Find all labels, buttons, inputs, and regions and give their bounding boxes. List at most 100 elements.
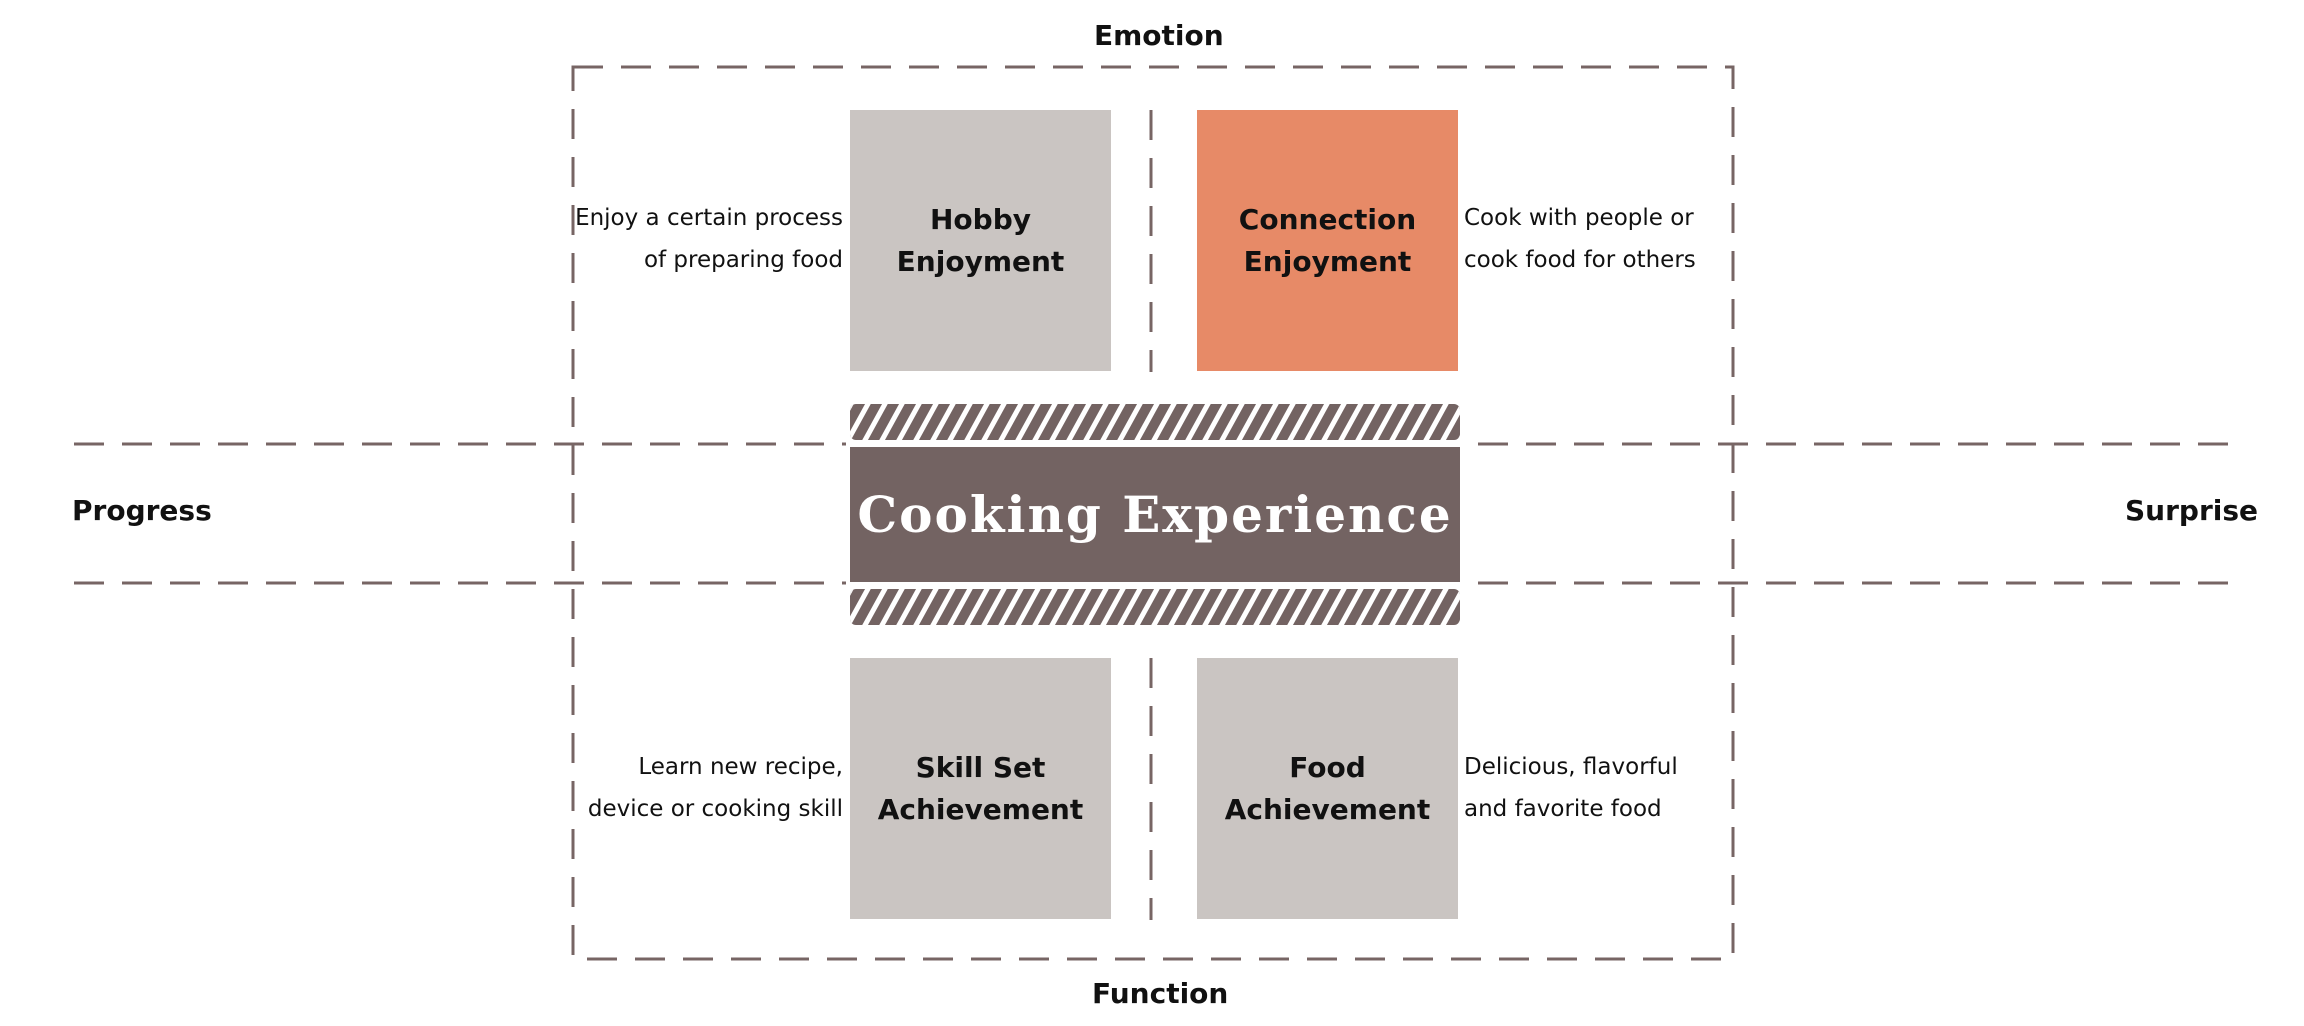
description-line: and favorite food xyxy=(1464,796,1662,822)
axis-label-left: Progress xyxy=(72,494,212,527)
stripe xyxy=(929,404,957,440)
stripe xyxy=(1286,589,1314,625)
stripe xyxy=(1167,404,1195,440)
stripe xyxy=(1133,404,1161,440)
description-line: cook food for others xyxy=(1464,247,1696,273)
stripe xyxy=(878,589,906,625)
stripe xyxy=(850,589,855,625)
stripe xyxy=(1235,589,1263,625)
stripe xyxy=(1099,404,1127,440)
stripe xyxy=(1320,404,1348,440)
quadrant-description-hobby: Enjoy a certain process of preparing foo… xyxy=(575,197,843,281)
stripe xyxy=(850,404,872,440)
stripe xyxy=(1405,404,1433,440)
stripe xyxy=(1099,589,1127,625)
stripe xyxy=(1065,404,1093,440)
stripe xyxy=(1065,589,1093,625)
stripe xyxy=(1014,589,1042,625)
stripe xyxy=(1269,404,1297,440)
stripe xyxy=(1476,402,1498,442)
stripe xyxy=(878,404,906,440)
stripe xyxy=(1218,589,1246,625)
stripe xyxy=(1184,404,1212,440)
stripe xyxy=(1337,404,1365,440)
stripe xyxy=(1456,589,1460,625)
description-line: Enjoy a certain process xyxy=(575,205,843,231)
stripe xyxy=(1082,404,1110,440)
axis-label-top: Emotion xyxy=(1094,19,1224,52)
stripe xyxy=(963,404,991,440)
stripe xyxy=(1405,589,1433,625)
stripe xyxy=(1184,589,1212,625)
stripe xyxy=(861,404,889,440)
stripe xyxy=(997,404,1025,440)
stripe xyxy=(1235,404,1263,440)
center-stripes-top xyxy=(850,402,1498,442)
stripe xyxy=(850,404,855,440)
stripe xyxy=(1439,404,1460,440)
stripe xyxy=(912,404,940,440)
quadrant-box-connection-enjoyment: Connection Enjoyment xyxy=(1197,110,1458,371)
quadrant-title: Connection Enjoyment xyxy=(1238,202,1417,278)
stripe xyxy=(850,589,872,625)
stripe xyxy=(1167,589,1195,625)
stripe xyxy=(1354,589,1382,625)
stripe xyxy=(1201,404,1229,440)
center-title: Cooking Experience xyxy=(857,485,1453,544)
stripe xyxy=(1014,404,1042,440)
stripe xyxy=(1048,404,1076,440)
stripe xyxy=(1320,589,1348,625)
stripe xyxy=(963,589,991,625)
stripe xyxy=(946,404,974,440)
stripe xyxy=(946,589,974,625)
quadrant-box-skill-set-achievement: Skill Set Achievement xyxy=(850,658,1111,919)
stripe xyxy=(1150,404,1178,440)
description-line: Delicious, flavorful xyxy=(1464,754,1678,780)
stripe xyxy=(929,589,957,625)
stripe xyxy=(912,589,940,625)
quadrant-box-hobby-enjoyment: Hobby Enjoyment xyxy=(850,110,1111,371)
stripe xyxy=(1269,589,1297,625)
quadrant-title: Food Achievement xyxy=(1224,750,1431,826)
stripe xyxy=(1371,589,1399,625)
stripe xyxy=(1371,404,1399,440)
stripe xyxy=(1422,589,1450,625)
stripe xyxy=(861,589,889,625)
quadrant-description-food: Delicious, flavorful and favorite food xyxy=(1464,746,1678,830)
stripe xyxy=(1337,589,1365,625)
stripe xyxy=(997,589,1025,625)
stripe xyxy=(980,404,1008,440)
description-line: Cook with people or xyxy=(1464,205,1694,231)
outer-dashed-frame xyxy=(571,65,1735,961)
quadrant-description-skill: Learn new recipe, device or cooking skil… xyxy=(588,746,843,830)
center-band xyxy=(850,447,1460,582)
stripe xyxy=(1116,404,1144,440)
stripe xyxy=(1150,589,1178,625)
axis-label-right: Surprise xyxy=(2125,494,2259,527)
stripe xyxy=(1031,589,1059,625)
quadrant-box-food-achievement: Food Achievement xyxy=(1197,658,1458,919)
stripe xyxy=(1303,404,1331,440)
stripe xyxy=(1031,404,1059,440)
stripe xyxy=(895,589,923,625)
center-stripes-bottom xyxy=(850,587,1498,627)
stripe xyxy=(1218,404,1246,440)
stripe xyxy=(1252,589,1280,625)
stripe xyxy=(1388,589,1416,625)
stripe xyxy=(1354,404,1382,440)
stripe xyxy=(980,589,1008,625)
quadrant-title: Hobby Enjoyment xyxy=(896,202,1065,278)
stripe xyxy=(895,404,923,440)
stripe xyxy=(1422,404,1450,440)
stripe xyxy=(1303,589,1331,625)
axis-label-bottom: Function xyxy=(1092,977,1229,1010)
stripe xyxy=(1456,404,1460,440)
stripe xyxy=(1476,587,1498,627)
stripe xyxy=(1116,589,1144,625)
description-line: of preparing food xyxy=(643,247,843,273)
stripe xyxy=(1252,404,1280,440)
stripe xyxy=(1133,589,1161,625)
stripe xyxy=(1201,589,1229,625)
